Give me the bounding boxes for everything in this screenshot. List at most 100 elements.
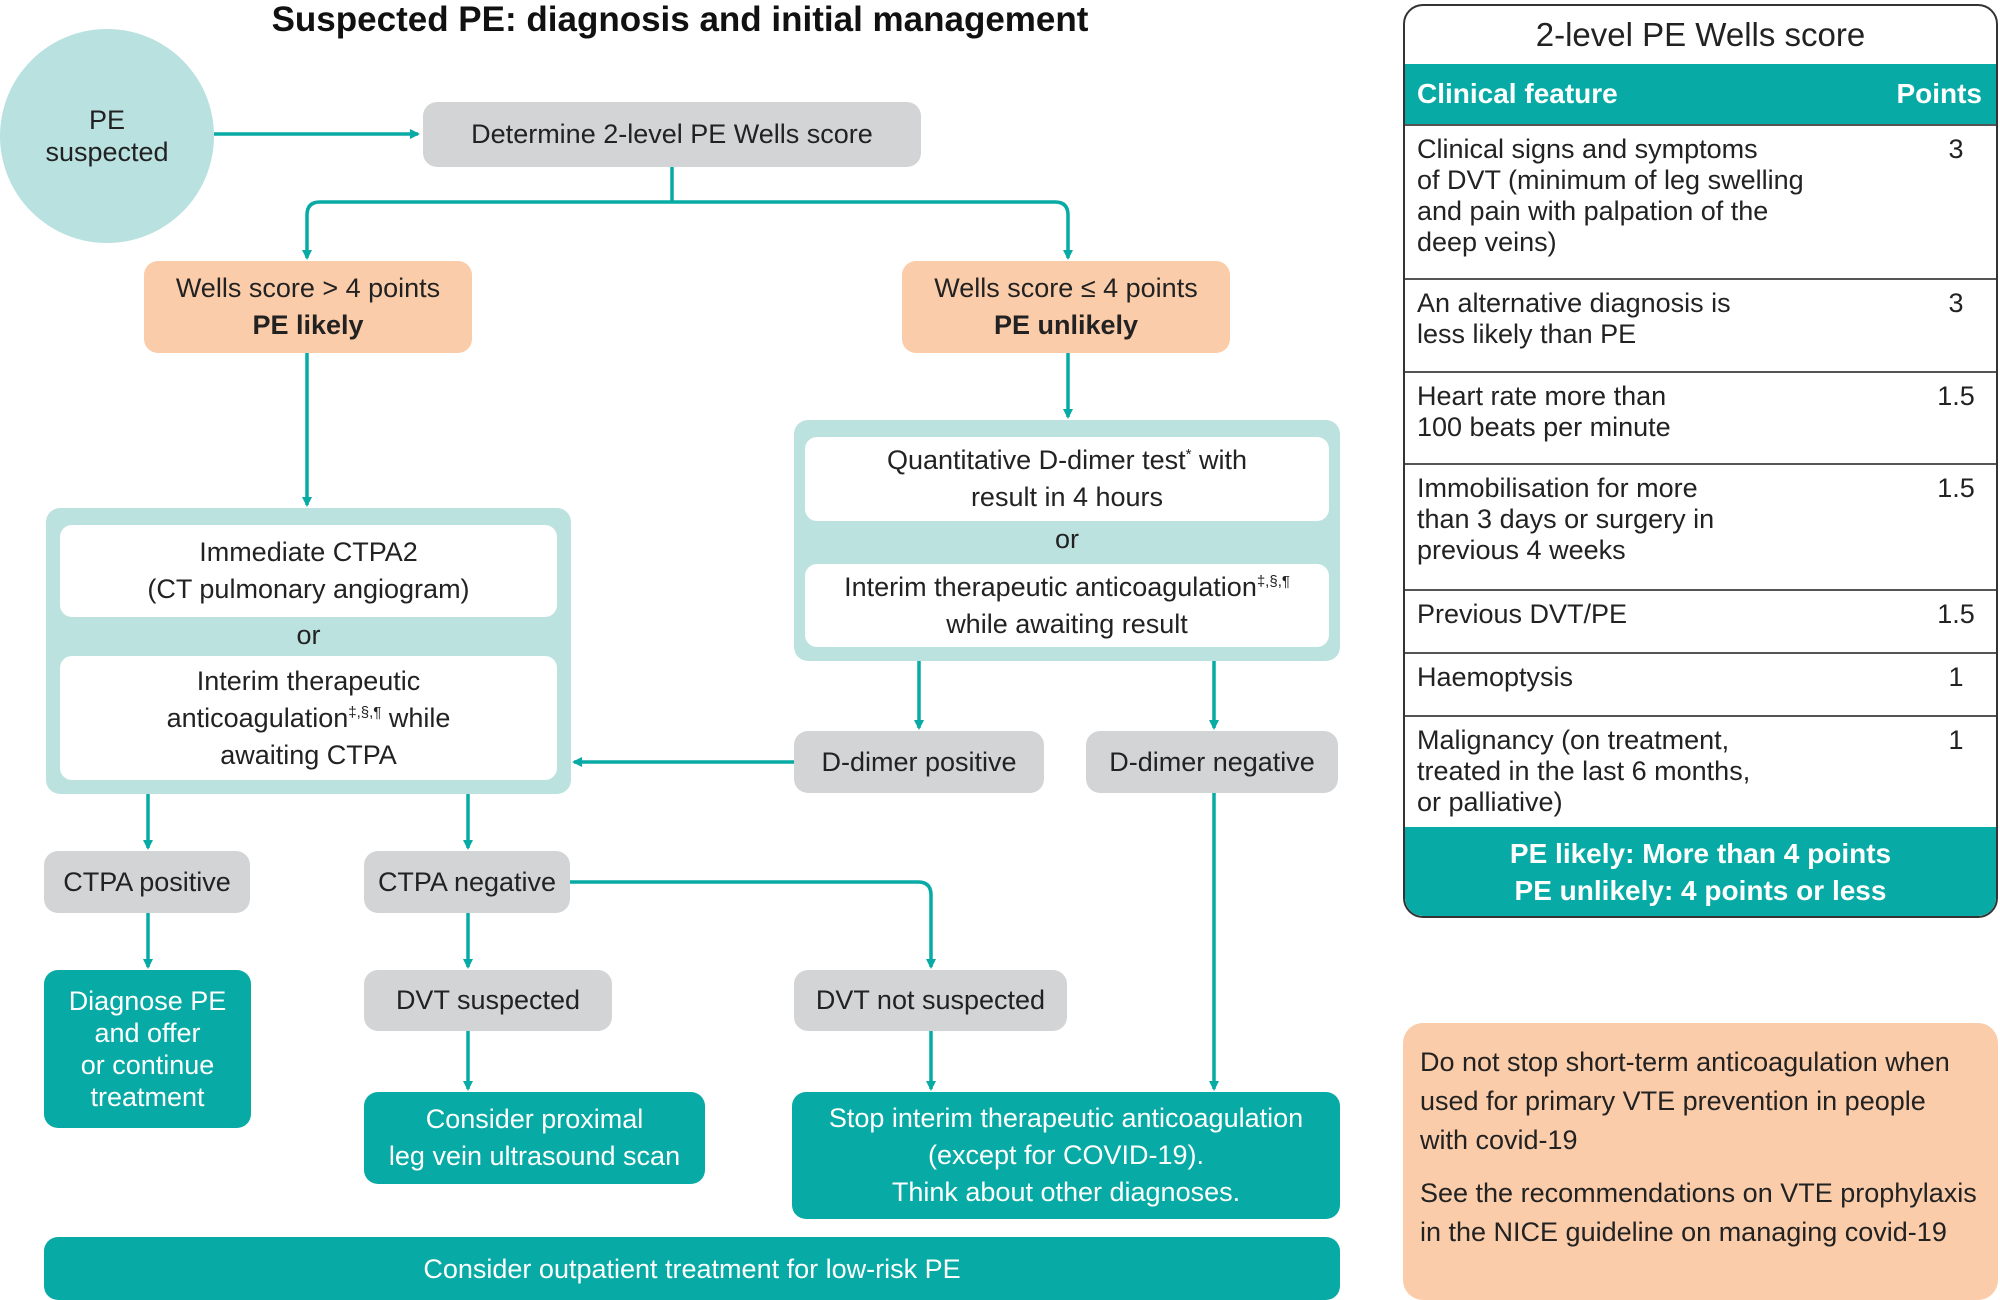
pe-suspected-node: PE suspected [0,29,214,243]
immediate-ctpa-line1: Immediate CTPA2 [199,537,418,567]
pe-suspected-line1: PE [88,105,126,135]
pe-likely-node: Wells score > 4 points PE likely [144,261,472,353]
ddimer-test-line1b: with [1191,445,1247,475]
ddimer-test-box: Quantitative D-dimer test* with result i… [805,437,1329,521]
wells-row-feature-line: Clinical signs and symptoms [1417,134,1758,164]
wells-row-feature-line: less likely than PE [1417,319,1637,349]
page-title: Suspected PE: diagnosis and initial mana… [271,0,1089,39]
ultrasound-line1: Consider proximal [425,1104,644,1134]
wells-row: Previous DVT/PE 1.5 [1405,589,1996,652]
diagnose-pe-node: Diagnose PE and offer or continue treatm… [44,970,251,1128]
wells-table-footer: PE likely: More than 4 points PE unlikel… [1405,827,1996,916]
pe-suspected-line2: suspected [45,137,169,167]
ddimer-test-line2: result in 4 hours [970,482,1164,512]
diagnose-line3: or continue [80,1050,215,1080]
interim-anticoag-ctpa-box: Interim therapeutic anticoagulation‡,§,¶… [60,656,557,780]
wells-row-feature-line: treated in the last 6 months, [1417,756,1751,786]
wells-row-feature-line: 100 beats per minute [1417,412,1671,442]
col-header-feature: Clinical feature [1417,78,1618,109]
pe-likely-line2: PE likely [252,310,364,340]
ddimer-options-group: Quantitative D-dimer test* with result i… [794,420,1340,661]
stop-line2: (except for COVID-19). [927,1140,1205,1170]
ddimer-test-line1a: Quantitative D-dimer test [887,445,1186,475]
immediate-ctpa-box: Immediate CTPA2 (CT pulmonary angiogram) [60,525,557,617]
ctpa-options-group: Immediate CTPA2 (CT pulmonary angiogram)… [46,508,571,794]
wells-score-table: 2-level PE Wells score Clinical feature … [1403,4,1998,918]
footnote-marks: ‡,§,¶ [348,703,382,721]
immediate-ctpa-line2: (CT pulmonary angiogram) [147,574,470,604]
wells-row-feature-line: Heart rate more than [1417,381,1667,411]
wells-row-points: 3 [1948,134,1964,164]
wells-row: Malignancy (on treatment,treated in the … [1405,715,1996,837]
dvt-suspected-node: DVT suspected [364,970,612,1031]
diagnose-line4: treatment [90,1082,205,1112]
stop-anticoag-node: Stop interim therapeutic anticoagulation… [792,1092,1340,1219]
wells-table-header: Clinical feature Points [1405,64,1996,124]
ddimer-negative-node: D-dimer negative [1086,731,1338,793]
interim-anticoag-ddimer-line1: Interim therapeutic anticoagulation [844,571,1257,602]
wells-row-feature-line: and pain with palpation of the [1417,196,1769,226]
wells-row-feature-line: than 3 days or surgery in [1417,504,1715,534]
ddimer-positive-node: D-dimer positive [794,731,1044,793]
interim-anticoag-ctpa-line3: awaiting CTPA [220,739,397,770]
wells-row-points: 1 [1948,662,1964,692]
wells-table-title: 2-level PE Wells score [1535,16,1866,53]
arrow-ctpaneg-to-dvtnot [570,880,936,969]
arrow-to-unlikely [672,200,1073,260]
footnote-marks: ‡,§,¶ [1256,572,1290,590]
interim-anticoag-ddimer-box: Interim therapeutic anticoagulation‡,§,¶… [805,564,1329,647]
ultrasound-node: Consider proximal leg vein ultrasound sc… [364,1092,705,1184]
interim-anticoag-ddimer-line2: while awaiting result [946,608,1188,639]
wells-row-points: 1 [1948,725,1964,755]
covid-note-para2: See the recommendations on VTE prophylax… [1420,1178,1977,1247]
wells-row-feature-line: Haemoptysis [1417,662,1574,692]
ctpa-or-label: or [296,620,321,650]
covid-note: Do not stop short-term anticoagulation w… [1403,1023,1998,1300]
wells-row-points: 1.5 [1937,381,1975,411]
dvt-not-suspected-node: DVT not suspected [794,970,1067,1031]
wells-row-points: 1.5 [1937,599,1975,629]
diagnose-line1: Diagnose PE [68,986,227,1016]
outpatient-treatment-bar: Consider outpatient treatment for low-ri… [44,1237,1340,1300]
pe-likely-line1: Wells score > 4 points [175,273,441,303]
wells-row-feature-line: of DVT (minimum of leg swelling [1417,165,1804,195]
wells-row-feature-line: An alternative diagnosis is [1417,288,1731,318]
pe-unlikely-node: Wells score ≤ 4 points PE unlikely [902,261,1230,353]
wells-row-feature: Haemoptysis [1417,662,1857,693]
wells-row-feature-line: Previous DVT/PE [1417,599,1628,629]
ctpa-negative-node: CTPA negative [364,851,570,913]
wells-row-feature: Malignancy (on treatment,treated in the … [1417,725,1857,818]
determine-wells-node: Determine 2-level PE Wells score [423,102,921,167]
ddimer-or-label: or [1054,524,1079,554]
covid-note-para1: Do not stop short-term anticoagulation w… [1420,1047,1950,1155]
wells-row: Haemoptysis 1 [1405,652,1996,715]
interim-anticoag-ctpa-line2a: anticoagulation [166,702,349,733]
stop-line3: Think about other diagnoses. [891,1177,1241,1207]
interim-anticoag-ctpa-line2b: while [381,702,451,733]
interim-anticoag-ctpa-line1: Interim therapeutic [196,665,421,696]
wells-row-feature-line: or palliative) [1417,787,1563,817]
wells-row-feature-line: Immobilisation for more [1417,473,1698,503]
wells-row-feature-line: previous 4 weeks [1417,535,1626,565]
wells-footer-line1: PE likely: More than 4 points [1509,837,1892,869]
wells-row-feature: Previous DVT/PE [1417,599,1857,630]
diagnose-line2: and offer [94,1018,201,1048]
ultrasound-line2: leg vein ultrasound scan [388,1141,681,1171]
footnote-mark: * [1185,446,1192,463]
arrow-to-likely [302,200,672,260]
wells-footer-line2: PE unlikely: 4 points or less [1514,874,1887,906]
stop-line1: Stop interim therapeutic anticoagulation [828,1103,1304,1133]
pe-unlikely-line2: PE unlikely [993,310,1139,340]
col-header-points: Points [1896,78,1982,109]
pe-unlikely-line1: Wells score ≤ 4 points [934,273,1198,303]
ctpa-positive-node: CTPA positive [44,851,250,913]
wells-row-feature-line: deep veins) [1417,227,1557,257]
